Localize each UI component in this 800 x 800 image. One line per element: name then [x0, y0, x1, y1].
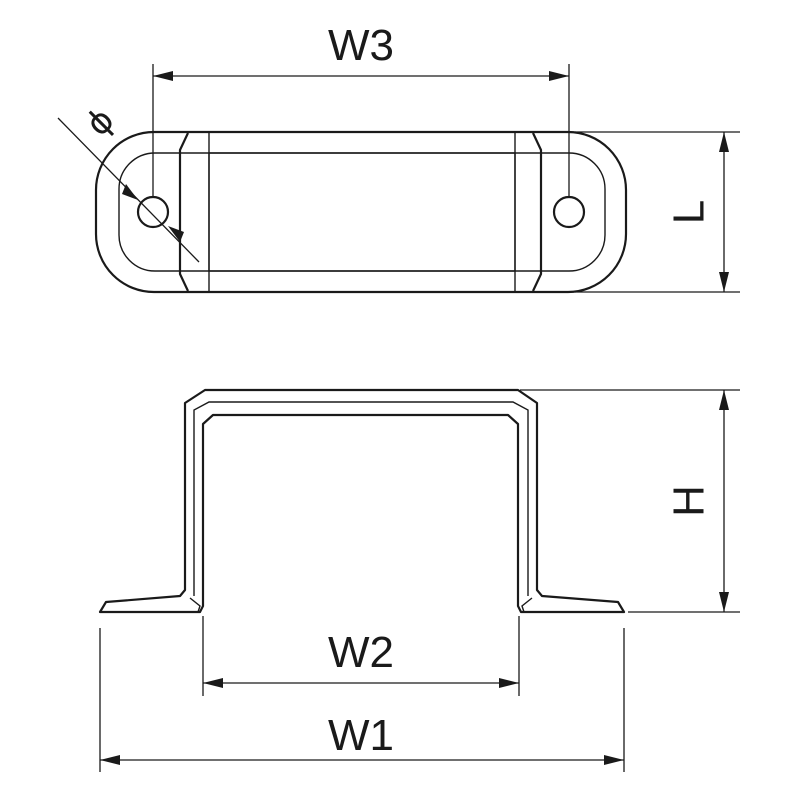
front-view: [98, 388, 626, 614]
top-view-inner-outline: [118, 152, 606, 272]
w1-label: W1: [328, 711, 394, 760]
h-label: H: [665, 485, 714, 517]
left-foot-shade: [189, 597, 201, 613]
phi-dimension: ϕ: [57, 100, 200, 263]
top-view-right-bend: [514, 132, 543, 292]
h-dimension: H: [520, 389, 740, 613]
w2-label: W2: [328, 628, 394, 677]
w3-label: W3: [328, 21, 394, 70]
l-dimension: L: [575, 131, 740, 293]
phi-label: ϕ: [78, 100, 122, 144]
left-mounting-hole: [136, 195, 170, 229]
right-foot-shade: [521, 597, 533, 613]
w2-dimension: W2: [202, 616, 520, 696]
top-view: [94, 130, 628, 294]
front-view-inner-profile: [193, 401, 529, 596]
top-view-outline: [94, 130, 628, 294]
right-mounting-hole: [552, 195, 586, 229]
front-view-outer-profile: [98, 388, 626, 614]
top-view-left-bend: [178, 132, 210, 292]
top-view-channel: [208, 152, 516, 272]
l-label: L: [665, 200, 714, 224]
w1-dimension: W1: [99, 628, 625, 772]
w3-dimension: W3: [152, 21, 570, 196]
